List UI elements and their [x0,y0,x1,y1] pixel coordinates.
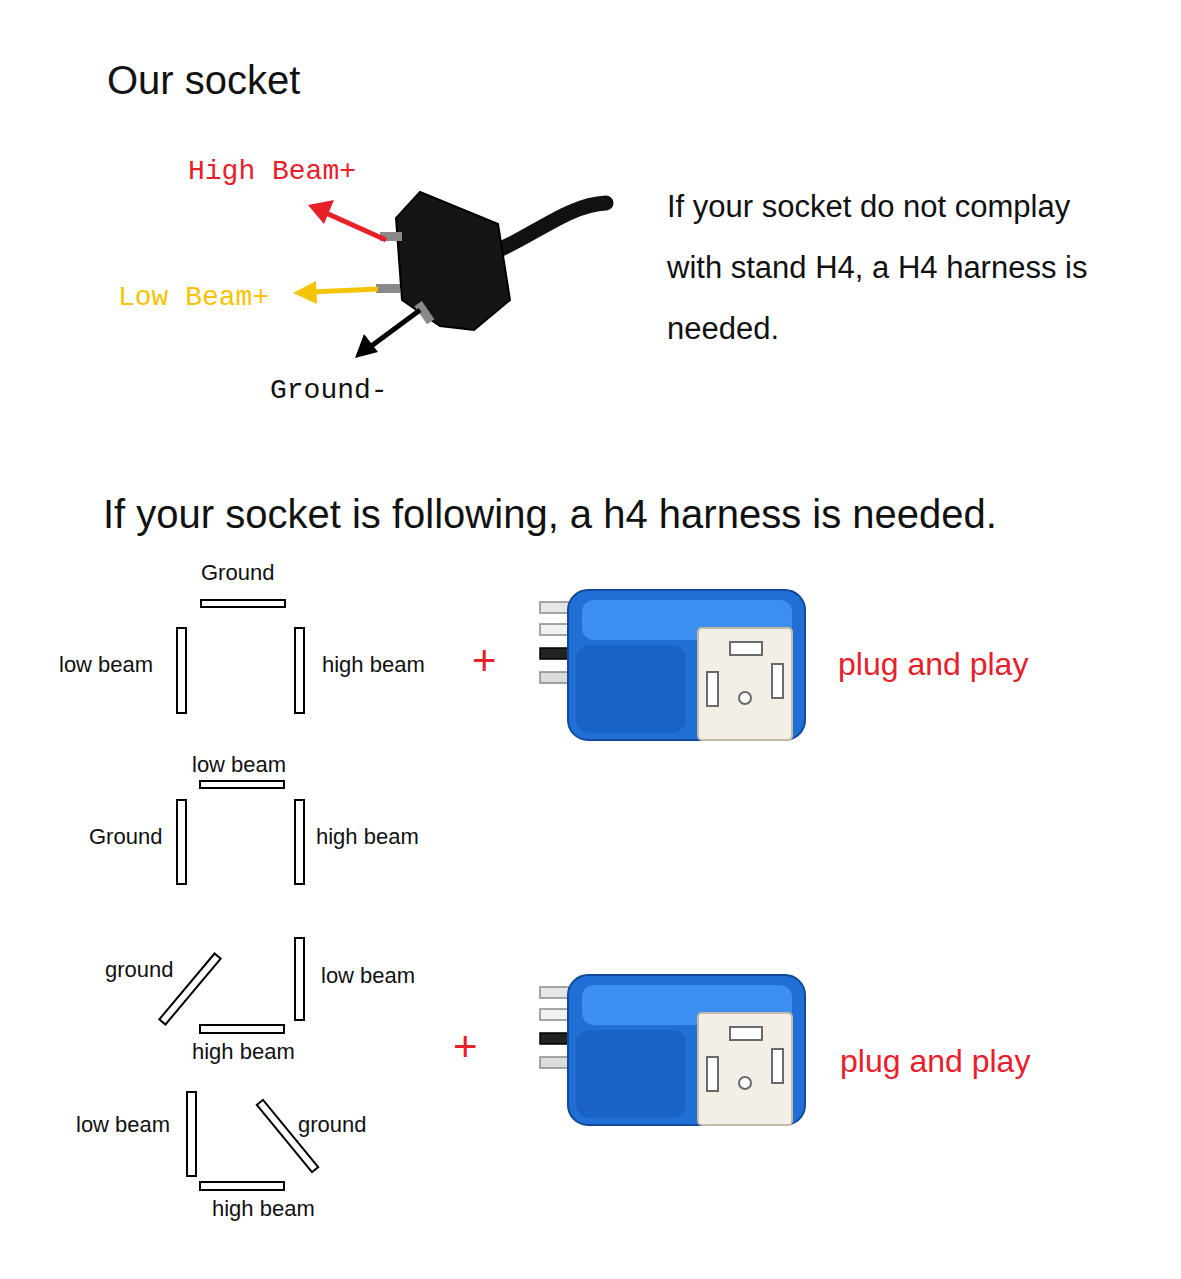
pin-label: low beam [59,652,153,678]
note-text: plug and play [838,645,1028,683]
pin-label: high beam [322,652,425,678]
heading: Our socket [107,56,300,104]
pin-label: low beam [192,752,286,778]
pin-label: high beam [192,1039,295,1065]
pin-label: ground [298,1112,367,1138]
pin-slot [187,1092,196,1176]
plug-body [396,192,510,330]
pin-slot [295,938,304,1020]
pointer-arrows [293,200,420,358]
plug-drawing [376,192,606,330]
pin-slot [200,1025,284,1033]
pin-slot [177,628,186,713]
pin-layout [159,600,318,1190]
pin-label: Ground [201,560,274,586]
high-beam-arrow [326,213,386,240]
h4-harness-connector [540,590,805,740]
pin-slot [295,628,304,713]
prong [376,284,400,293]
pin-label: high beam [316,824,419,850]
h4-harness-connector [540,975,805,1125]
pin-label: ground [105,957,174,983]
ground-arrow [370,310,420,347]
note-text: plug and play [840,1042,1030,1080]
arrowhead [293,281,317,304]
low-beam-arrow [312,289,378,292]
pin-label: low beam [76,1112,170,1138]
pin-label: high beam [212,1196,315,1222]
pin-slot [200,781,284,788]
plus-sign: + [472,636,497,686]
subheading: If your socket is following, a h4 harnes… [103,490,1163,538]
pin-slot [201,600,285,607]
pin-label: Ground [89,824,162,850]
arrowhead [308,200,334,224]
wire-label: Low Beam+ [118,281,269,315]
pin-slot [177,800,186,884]
pin-slot [295,800,304,884]
plus-sign: + [453,1022,478,1072]
arrowhead [355,334,378,358]
pin-slot [200,1182,284,1190]
pin-label: low beam [321,963,415,989]
note-text: If your socket do not complay with stand… [667,176,1129,359]
wire-label: Ground- [270,374,388,408]
wire-label: High Beam+ [188,155,356,189]
